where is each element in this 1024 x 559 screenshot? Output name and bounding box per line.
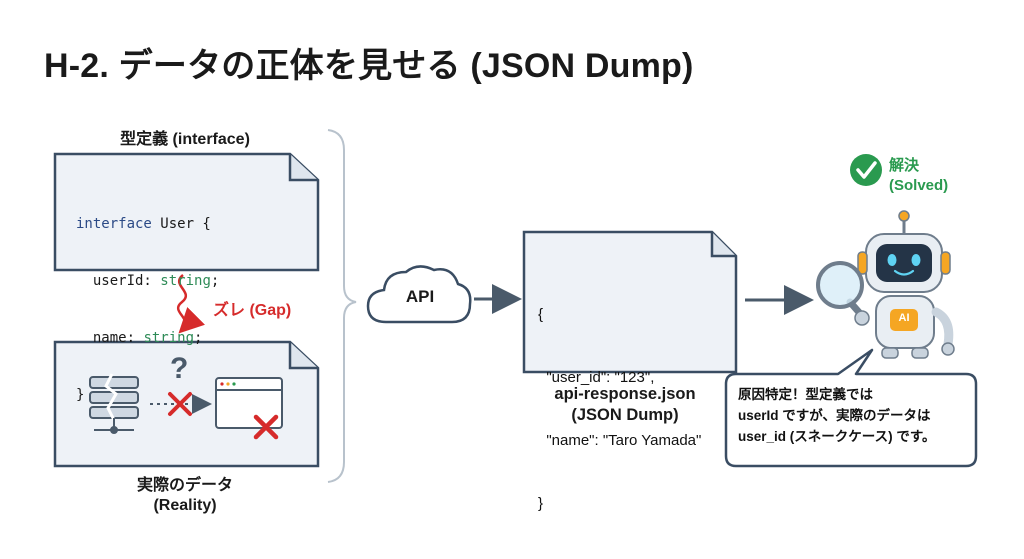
speech-bubble-text: 原因特定！型定義では userId ですが、実際のデータは user_id (ス… xyxy=(738,387,936,444)
broken-database-icon xyxy=(89,373,139,434)
interface-label: 型定義 (interface) xyxy=(120,131,250,148)
browser-error-x-icon xyxy=(253,414,279,440)
robot-icon xyxy=(857,210,955,359)
api-label: API xyxy=(405,287,435,306)
robot-ai-badge: AI xyxy=(898,312,910,324)
code-line-1: interface User { xyxy=(76,216,211,232)
json-content: { "user_id": "123", "name": "Taro Yamada… xyxy=(538,306,702,512)
solved-label: 解決 (Solved) xyxy=(889,157,949,194)
page-title: H-2. データの正体を見せる (JSON Dump) xyxy=(44,47,694,85)
check-circle-icon xyxy=(850,154,882,186)
reality-label: 実際のデータ (Reality) xyxy=(136,477,233,514)
error-x-icon xyxy=(168,392,192,416)
magnifier-icon xyxy=(816,261,870,326)
gap-label: ズレ (Gap) xyxy=(213,302,292,319)
json-file-label: api-response.json (JSON Dump) xyxy=(554,385,696,424)
code-line-4: } xyxy=(76,387,85,403)
interface-document xyxy=(53,152,320,272)
speech-bubble xyxy=(724,348,978,468)
grouping-brace xyxy=(327,129,357,483)
question-mark-icon: ? xyxy=(170,352,189,385)
json-document xyxy=(522,230,738,374)
api-cloud-icon xyxy=(366,265,472,324)
code-line-2: userId: string; xyxy=(76,273,220,289)
browser-window-icon xyxy=(215,377,283,429)
code-line-3: name: string; xyxy=(76,330,203,346)
interface-code: interface User { userId: string; name: s… xyxy=(76,177,219,424)
gap-arrow xyxy=(176,274,205,334)
